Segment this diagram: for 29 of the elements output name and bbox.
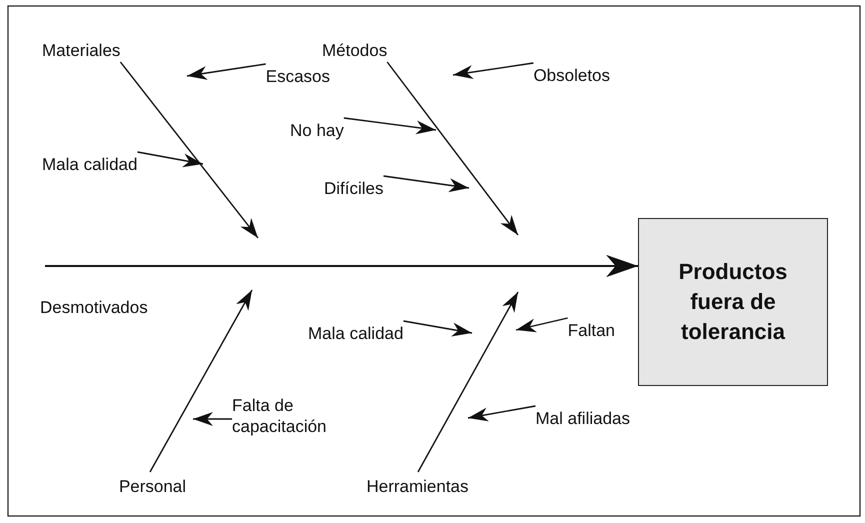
category-label: Métodos xyxy=(322,38,388,62)
bone-arrow xyxy=(149,290,253,472)
category-label: Personal xyxy=(118,472,186,500)
cause-label: Obsoletos xyxy=(533,63,610,88)
cause-label: Faltan xyxy=(568,318,615,342)
category-label: Materiales xyxy=(42,38,120,62)
arrow xyxy=(516,317,568,332)
bone-arrow xyxy=(120,62,259,238)
arrow xyxy=(468,405,536,422)
category-label: Herramientas xyxy=(366,472,469,500)
arrow xyxy=(186,63,266,80)
cause-label: Mala calidad xyxy=(308,321,404,345)
cause-label: Difíciles xyxy=(324,176,384,200)
bone-arrow xyxy=(386,62,519,236)
arrow xyxy=(452,62,534,79)
cause-label: Falta de capacitación xyxy=(232,385,360,447)
arrow xyxy=(193,412,232,426)
effect-box: Productos fuera de tolerancia xyxy=(638,218,828,386)
bone-arrow xyxy=(417,292,519,472)
cause-label: Mala calidad xyxy=(42,152,138,176)
cause-label: Escasos xyxy=(266,64,330,88)
cause-label: No hay xyxy=(290,118,344,142)
arrow xyxy=(137,151,204,168)
arrow xyxy=(383,175,470,192)
arrow xyxy=(344,117,436,134)
arrow xyxy=(403,320,472,336)
spine-arrow xyxy=(45,254,638,278)
cause-label: Desmotivados xyxy=(40,297,148,318)
cause-label: Mal afiliadas xyxy=(536,406,630,430)
